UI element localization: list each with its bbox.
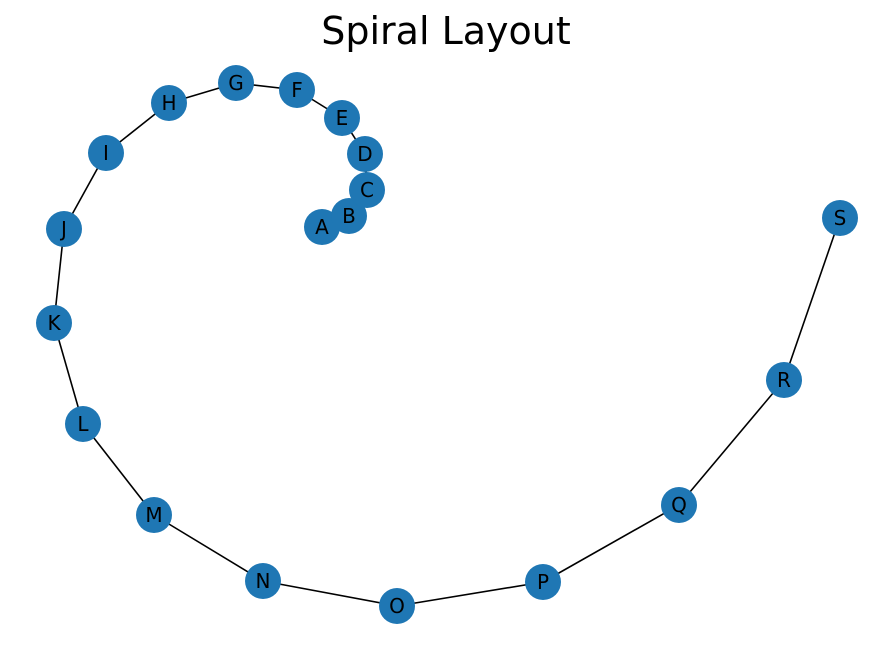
node-label-i: I — [103, 141, 109, 165]
node-circle-r — [766, 362, 802, 398]
node-p: P — [525, 564, 561, 600]
node-label-m: M — [145, 503, 162, 527]
node-j: J — [46, 211, 82, 247]
node-circle-q — [661, 487, 697, 523]
node-circle-o — [379, 588, 415, 624]
edge-r-s — [783, 217, 841, 381]
node-circle-f — [279, 72, 315, 108]
node-circle-k — [36, 305, 72, 341]
edge-m-n — [153, 514, 264, 582]
node-i: I — [88, 135, 124, 171]
figure-title: Spiral Layout — [321, 9, 571, 53]
node-d: D — [347, 136, 383, 172]
node-circle-b — [331, 198, 367, 234]
node-h: H — [151, 85, 187, 121]
node-q: Q — [661, 487, 697, 523]
node-a: A — [304, 209, 340, 245]
node-label-s: S — [834, 206, 847, 230]
node-k: K — [36, 305, 72, 341]
node-label-p: P — [537, 570, 549, 594]
node-circle-m — [136, 497, 172, 533]
node-circle-s — [822, 200, 858, 236]
edges-layer — [53, 82, 841, 607]
node-f: F — [279, 72, 315, 108]
node-label-f: F — [291, 78, 303, 102]
node-label-n: N — [256, 569, 271, 593]
node-label-g: G — [228, 71, 244, 95]
node-n: N — [245, 563, 281, 599]
node-label-r: R — [777, 368, 791, 392]
node-circle-g — [218, 65, 254, 101]
node-circle-p — [525, 564, 561, 600]
node-s: S — [822, 200, 858, 236]
node-label-e: E — [336, 106, 349, 130]
edge-l-m — [82, 423, 155, 516]
node-circle-d — [347, 136, 383, 172]
node-b: B — [331, 198, 367, 234]
node-label-j: J — [59, 217, 67, 241]
node-circle-e — [324, 100, 360, 136]
node-label-b: B — [342, 204, 356, 228]
edge-n-o — [262, 580, 398, 607]
node-r: R — [766, 362, 802, 398]
node-label-l: L — [77, 412, 89, 436]
node-l: L — [65, 406, 101, 442]
node-circle-j — [46, 211, 82, 247]
node-circle-a — [304, 209, 340, 245]
node-label-c: C — [360, 178, 374, 202]
node-circle-l — [65, 406, 101, 442]
node-g: G — [218, 65, 254, 101]
node-label-a: A — [315, 215, 329, 239]
edge-p-q — [542, 504, 680, 583]
node-label-q: Q — [671, 493, 687, 517]
node-m: M — [136, 497, 172, 533]
node-o: O — [379, 588, 415, 624]
node-c: C — [349, 172, 385, 208]
edge-o-p — [396, 581, 544, 607]
node-label-o: O — [389, 594, 405, 618]
node-circle-h — [151, 85, 187, 121]
node-circle-i — [88, 135, 124, 171]
node-e: E — [324, 100, 360, 136]
node-label-k: K — [47, 311, 61, 335]
node-label-d: D — [357, 142, 372, 166]
edge-q-r — [678, 379, 785, 506]
node-circle-n — [245, 563, 281, 599]
node-label-h: H — [161, 91, 176, 115]
node-circle-c — [349, 172, 385, 208]
